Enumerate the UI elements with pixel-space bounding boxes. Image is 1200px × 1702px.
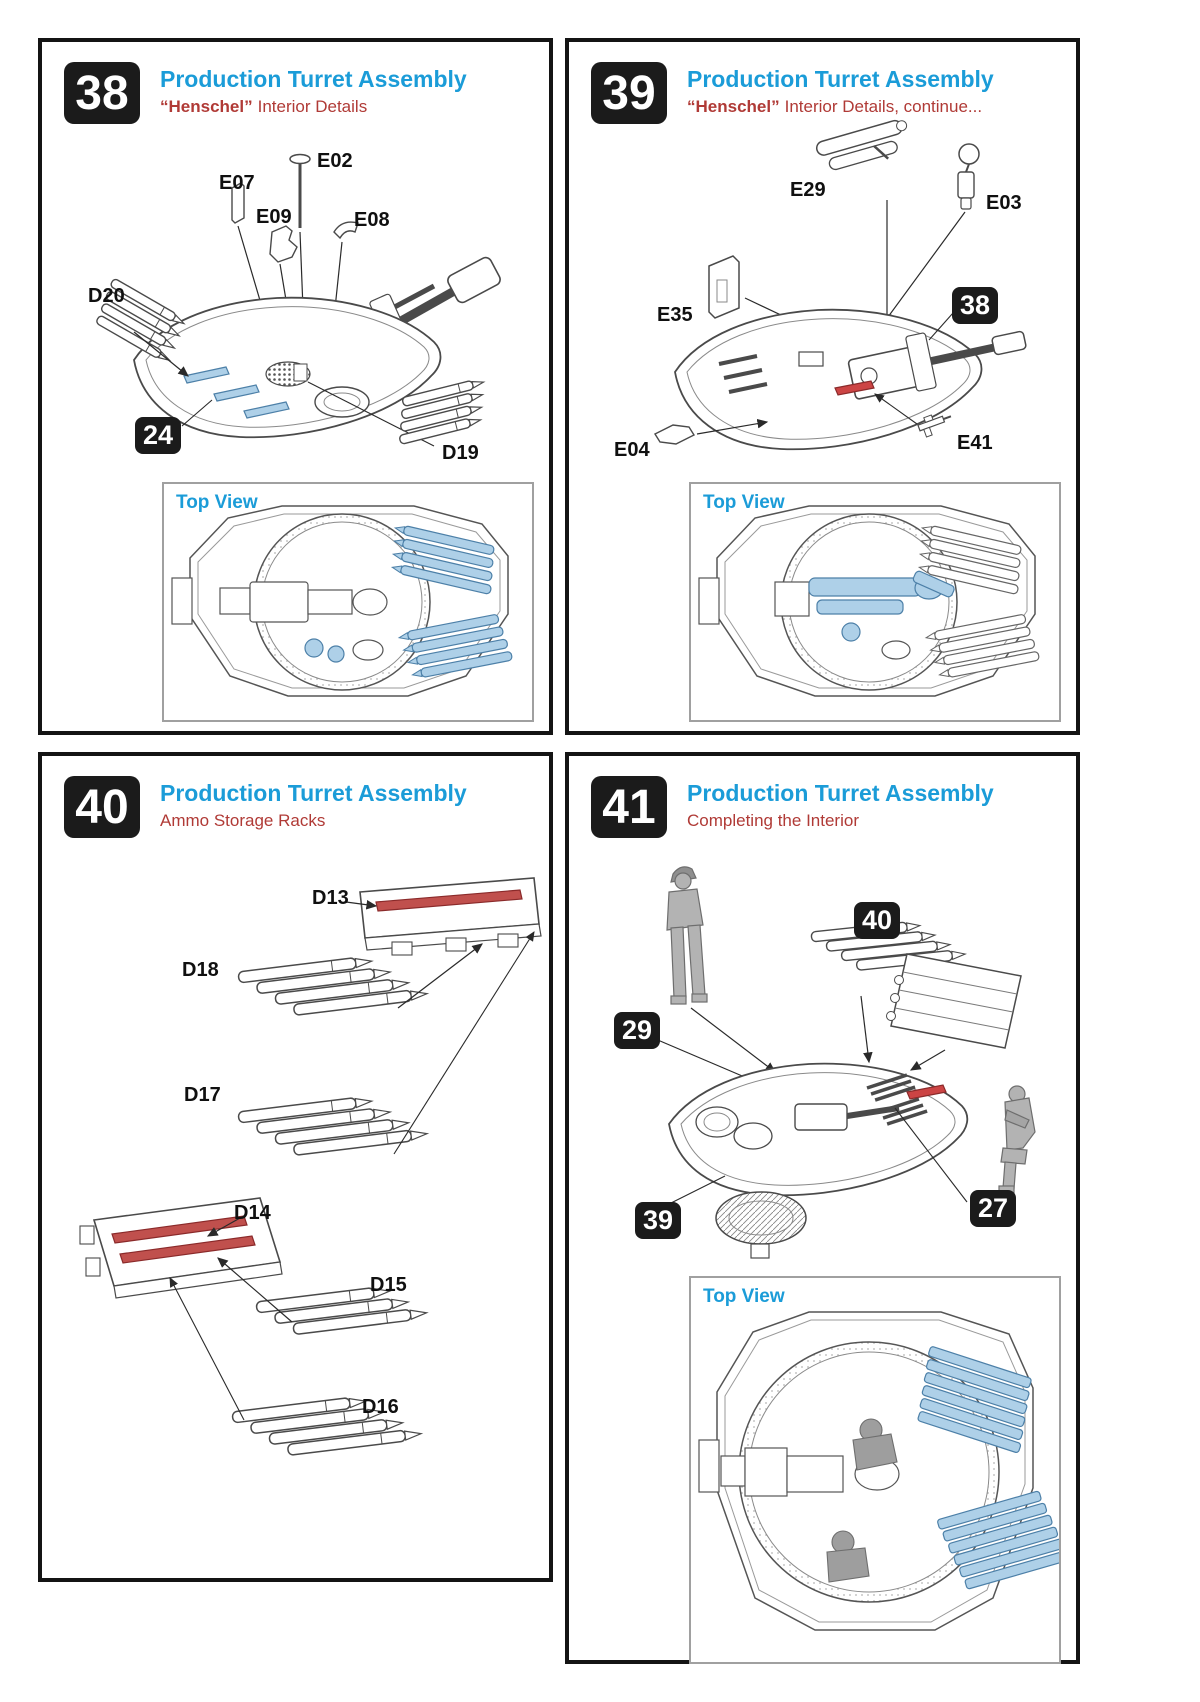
subtitle-emphasis: “Henschel” <box>687 97 780 116</box>
subtitle-text: Interior Details <box>257 97 368 116</box>
panel-title: Production Turret Assembly <box>160 66 467 92</box>
turret-top-view-diagram-41 <box>698 1311 1059 1631</box>
assembly-diagram-40 <box>79 877 542 1457</box>
step-number-badge: 39 <box>591 62 667 124</box>
part-label-d15: D15 <box>370 1274 407 1296</box>
step-ref-badge-29: 29 <box>614 1012 660 1049</box>
step-ref-badge-38: 38 <box>952 287 998 324</box>
part-label-e02: E02 <box>317 150 353 172</box>
crew-figures-top-view <box>826 1418 898 1583</box>
panel-title: Production Turret Assembly <box>687 780 994 806</box>
part-label-e07: E07 <box>219 172 255 194</box>
part-label-d19: D19 <box>442 442 479 464</box>
part-label-d17: D17 <box>184 1084 221 1106</box>
subtitle-emphasis: “Henschel” <box>160 97 253 116</box>
panel-subtitle: “Henschel”Interior Details, continue... <box>687 97 982 117</box>
panel-title: Production Turret Assembly <box>160 780 467 806</box>
subtitle-text: Interior Details, continue... <box>784 97 983 116</box>
step-number-badge: 40 <box>64 776 140 838</box>
part-label-e08: E08 <box>354 209 390 231</box>
step-number-badge: 38 <box>64 62 140 124</box>
step-ref-badge-24: 24 <box>135 417 181 454</box>
panel-subtitle: Completing the Interior <box>687 811 859 831</box>
crew-figure-seated <box>998 1085 1036 1194</box>
part-label-d16: D16 <box>362 1396 399 1418</box>
step-number-badge: 41 <box>591 776 667 838</box>
top-view-label: Top View <box>703 1286 785 1307</box>
step-ref-badge-39: 39 <box>635 1202 681 1239</box>
panel-step-39: 39 Production Turret Assembly “Henschel”… <box>565 38 1080 735</box>
top-view-box-38: Top View <box>162 482 534 722</box>
panel-subtitle: “Henschel”Interior Details <box>160 97 367 117</box>
part-label-e04: E04 <box>614 439 650 461</box>
part-label-e35: E35 <box>657 304 693 326</box>
part-label-d20: D20 <box>88 285 125 307</box>
part-label-d14: D14 <box>234 1202 271 1224</box>
part-label-d18: D18 <box>182 959 219 981</box>
step-ref-badge-40: 40 <box>854 902 900 939</box>
top-view-box-39: Top View <box>689 482 1061 722</box>
part-label-e09: E09 <box>256 206 292 228</box>
part-label-e03: E03 <box>986 192 1022 214</box>
step-ref-badge-27: 27 <box>970 1190 1016 1227</box>
top-view-label: Top View <box>176 492 258 513</box>
panel-step-40: 40 Production Turret Assembly Ammo Stora… <box>38 752 553 1582</box>
part-label-e41: E41 <box>957 432 993 454</box>
panel-step-38: 38 Production Turret Assembly “Henschel”… <box>38 38 553 735</box>
crew-figure-standing <box>666 866 708 1005</box>
panel-title: Production Turret Assembly <box>687 66 994 92</box>
turret-top-view-diagram-38 <box>171 505 514 697</box>
subtitle-text: Ammo Storage Racks <box>160 811 326 830</box>
part-label-d13: D13 <box>312 887 349 909</box>
panel-step-41: 41 Production Turret Assembly Completing… <box>565 752 1080 1664</box>
panel-subtitle: Ammo Storage Racks <box>160 811 325 831</box>
subtitle-text: Completing the Interior <box>687 811 859 830</box>
top-view-box-41: Top View <box>689 1276 1061 1664</box>
part-label-e29: E29 <box>790 179 826 201</box>
turret-top-view-diagram-39 <box>698 505 1041 697</box>
top-view-label: Top View <box>703 492 785 513</box>
